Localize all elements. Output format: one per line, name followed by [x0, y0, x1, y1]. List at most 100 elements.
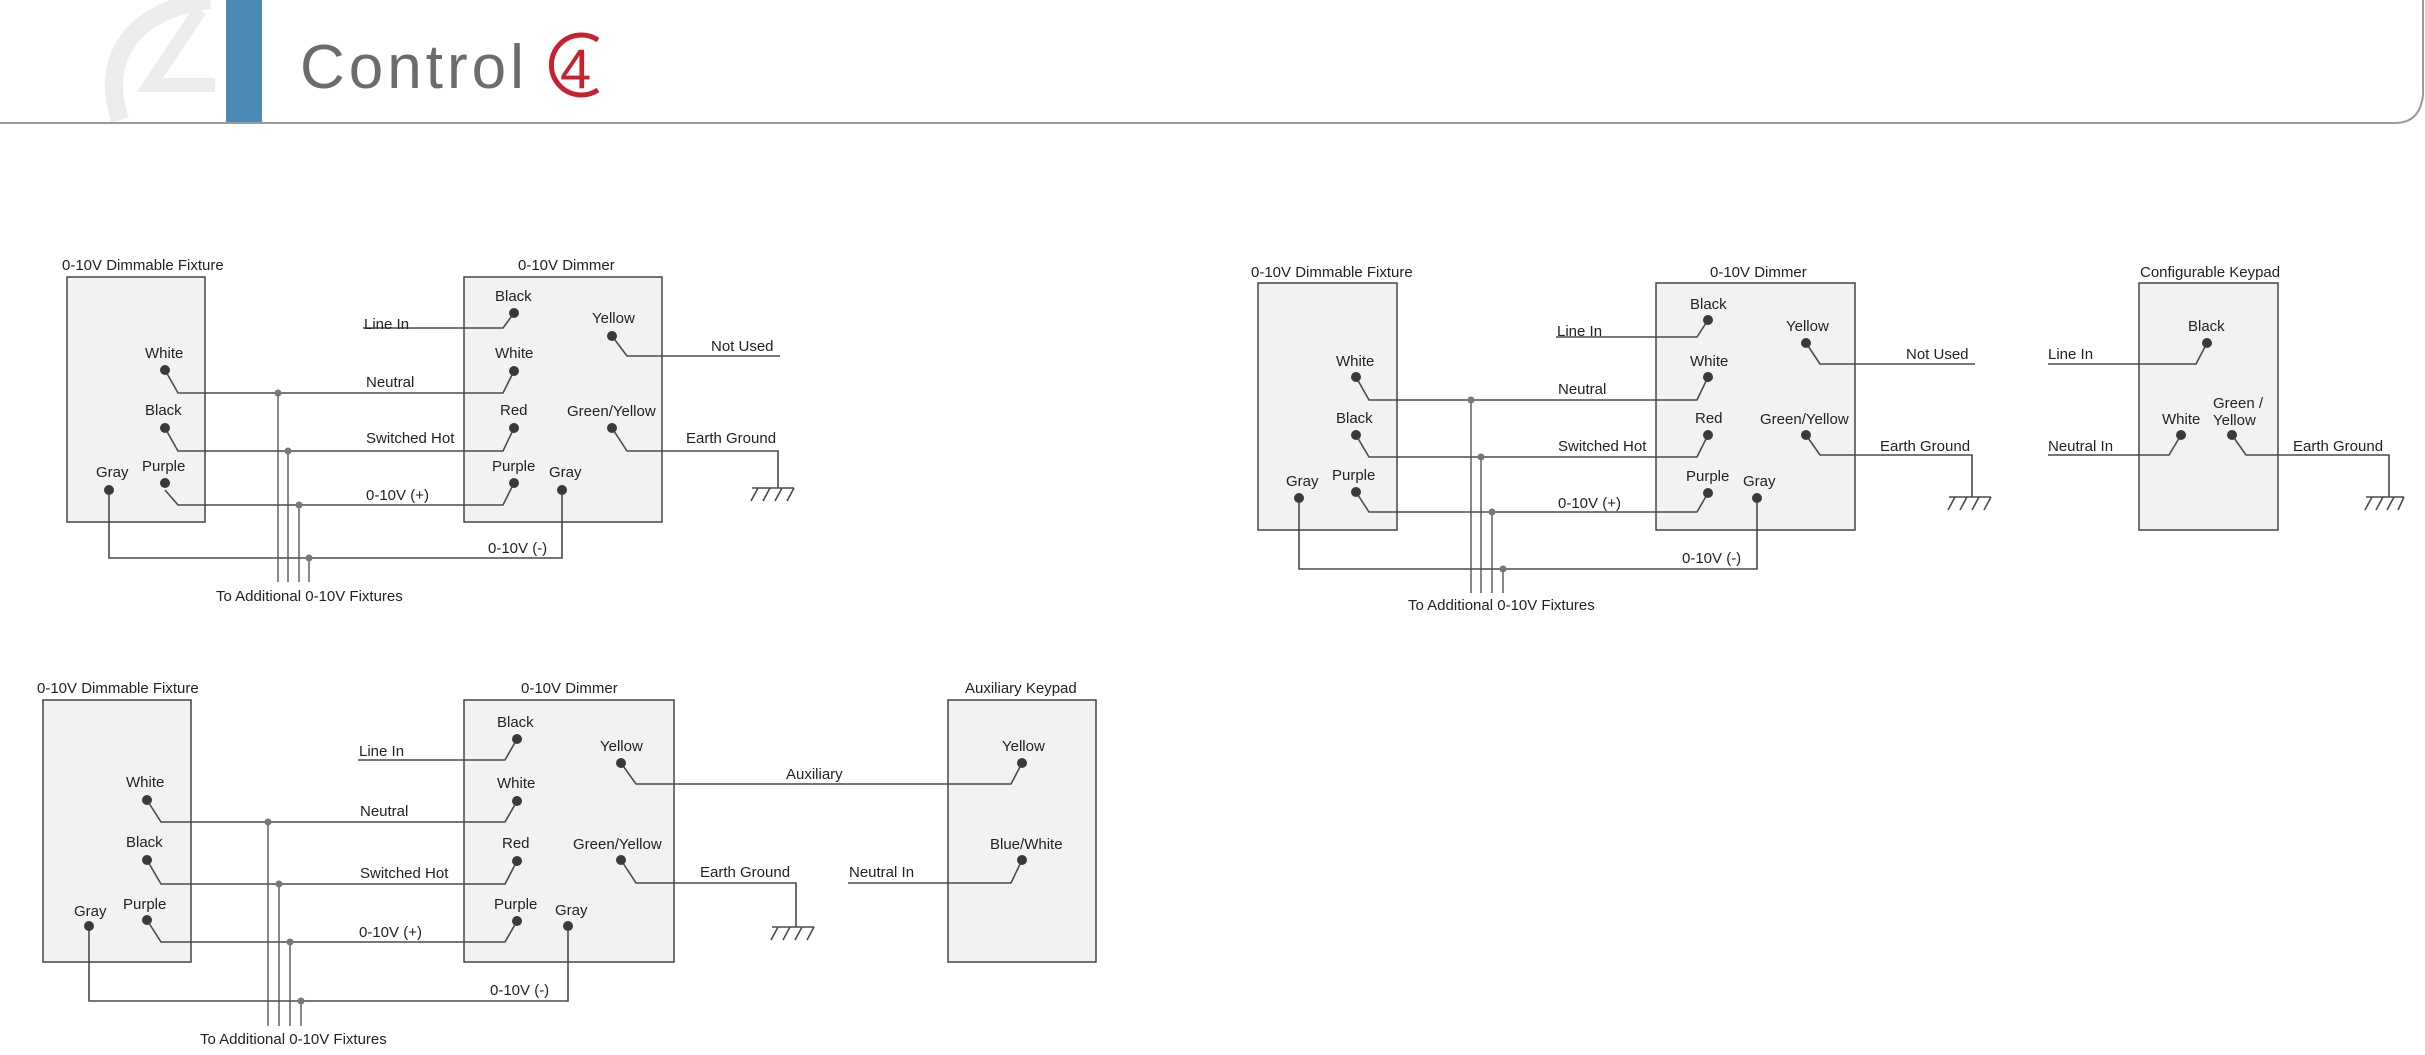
terminal-dot	[509, 423, 519, 433]
keypad-neutral-in-label: Neutral In	[2048, 438, 2113, 455]
terminal-dot	[616, 758, 626, 768]
keypad-yellow-label: Yellow	[1002, 738, 1045, 755]
wire	[363, 312, 515, 329]
fixture-box	[1257, 282, 1398, 531]
fixture-black-label: Black	[145, 402, 182, 419]
terminal-dot	[2176, 430, 2186, 440]
additional-fixtures-label: To Additional 0-10V Fixtures	[200, 1031, 387, 1048]
dimmer-red-label: Red	[500, 402, 528, 419]
terminal-dot	[104, 485, 114, 495]
dimmer-red-label: Red	[502, 835, 530, 852]
wire	[164, 369, 515, 394]
wire	[1355, 376, 1709, 401]
dimmer-white-label: White	[1690, 353, 1728, 370]
terminal-dot	[509, 308, 519, 318]
terminal-dot	[1801, 338, 1811, 348]
svg-text:4: 4	[560, 37, 591, 100]
accent-bar	[226, 0, 262, 124]
terminal-dot	[512, 796, 522, 806]
fixture-purple-label: Purple	[123, 896, 166, 913]
terminal-dot	[557, 485, 567, 495]
fixture-gray-label: Gray	[74, 903, 107, 920]
wire	[1298, 498, 1758, 570]
keypad-title: Configurable Keypad	[2140, 264, 2280, 281]
terminal-dot	[2227, 430, 2237, 440]
terminal-dot	[142, 855, 152, 865]
keypad-green-label: Green /	[2213, 395, 2264, 412]
plus-label: 0-10V (+)	[359, 924, 422, 941]
keypad-black-label: Black	[2188, 318, 2225, 335]
fixture-box	[42, 699, 192, 963]
terminal-dot	[1801, 430, 1811, 440]
dimmer-title: 0-10V Dimmer	[521, 680, 618, 697]
line-in-label: Line In	[364, 316, 409, 333]
terminal-dot	[1752, 493, 1762, 503]
terminal-dot	[1294, 493, 1304, 503]
fixture-black-label: Black	[126, 834, 163, 851]
wire	[2231, 434, 2390, 497]
keypad-blue-white-label: Blue/White	[990, 836, 1063, 853]
earth-ground-label: Earth Ground	[700, 864, 790, 881]
wire	[108, 490, 563, 559]
junction-dot	[305, 554, 313, 562]
wire	[2048, 434, 2182, 456]
junction-dot	[1477, 453, 1485, 461]
keypad-yellow-label: Yellow	[2213, 412, 2256, 429]
wire	[164, 427, 515, 452]
terminal-dot	[2202, 338, 2212, 348]
dimmer-green-yellow-label: Green/Yellow	[573, 836, 662, 853]
not-used-label: Not Used	[711, 338, 774, 355]
wire	[164, 482, 515, 506]
terminal-dot	[1703, 372, 1713, 382]
fixture-gray-label: Gray	[96, 464, 129, 481]
fixture-title: 0-10V Dimmable Fixture	[37, 680, 199, 697]
terminal-dot	[512, 856, 522, 866]
dimmer-box	[463, 699, 675, 963]
wire	[611, 427, 779, 488]
dimmer-white-label: White	[497, 775, 535, 792]
wire	[1355, 491, 1709, 513]
fixture-white-label: White	[1336, 353, 1374, 370]
keypad-box	[947, 699, 1097, 963]
dimmer-title: 0-10V Dimmer	[1710, 264, 1807, 281]
wire	[620, 762, 1023, 785]
junction-dot	[295, 501, 303, 509]
junction-dot	[1467, 396, 1475, 404]
fixture-title: 0-10V Dimmable Fixture	[1251, 264, 1413, 281]
additional-fixtures-label: To Additional 0-10V Fixtures	[216, 588, 403, 605]
switched-hot-label: Switched Hot	[360, 865, 449, 882]
junction-dot	[1488, 508, 1496, 516]
terminal-dot	[160, 423, 170, 433]
earth-ground-label: Earth Ground	[686, 430, 776, 447]
terminal-dot	[160, 478, 170, 488]
switched-hot-label: Switched Hot	[366, 430, 455, 447]
terminal-dot	[1017, 855, 1027, 865]
dimmer-purple-label: Purple	[492, 458, 535, 475]
dimmer-gray-label: Gray	[1743, 473, 1776, 490]
dimmer-yellow-label: Yellow	[1786, 318, 1829, 335]
wire	[88, 926, 569, 1002]
wire	[611, 335, 780, 357]
junction-dot	[1499, 565, 1507, 573]
junction-dot	[297, 997, 305, 1005]
page-header: Control 4	[0, 0, 2424, 124]
dimmer-yellow-label: Yellow	[592, 310, 635, 327]
keypad-box	[2138, 282, 2279, 531]
plus-label: 0-10V (+)	[366, 487, 429, 504]
dimmer-gray-label: Gray	[555, 902, 588, 919]
switched-hot-label: Switched Hot	[1558, 438, 1647, 455]
terminal-dot	[142, 795, 152, 805]
dimmer-black-label: Black	[495, 288, 532, 305]
auxiliary-label: Auxiliary	[786, 766, 843, 783]
junction-dot	[264, 818, 272, 826]
terminal-dot	[1351, 487, 1361, 497]
keypad-white-label: White	[2162, 411, 2200, 428]
terminal-dot	[512, 734, 522, 744]
neutral-label: Neutral	[1558, 381, 1606, 398]
fixture-white-label: White	[126, 774, 164, 791]
dimmer-white-label: White	[495, 345, 533, 362]
dimmer-purple-label: Purple	[1686, 468, 1729, 485]
dimmer-box	[463, 276, 663, 523]
wire	[146, 859, 518, 885]
